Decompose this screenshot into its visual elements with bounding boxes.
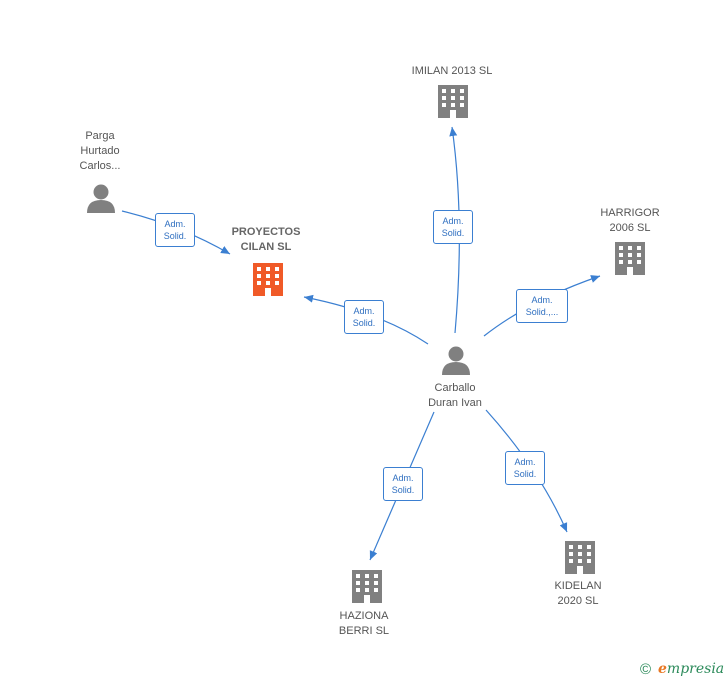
building-icon[interactable]	[438, 85, 468, 118]
edge-label-carballo-haziona[interactable]: Adm. Solid.	[383, 467, 423, 501]
brand-name: mpresia	[666, 661, 725, 677]
node-label-carballo[interactable]: Carballo Duran Ivan	[428, 382, 482, 409]
edges	[121, 126, 601, 561]
node-label-harrigor[interactable]: HARRIGOR 2006 SL	[600, 207, 660, 234]
brand-logo: empresia	[658, 661, 724, 677]
building-icon[interactable]	[352, 570, 382, 603]
node-label-kidelan[interactable]: KIDELAN 2020 SL	[554, 580, 602, 607]
edge-label-carballo-proyectos[interactable]: Adm. Solid.	[344, 300, 384, 334]
edge-label-carballo-kidelan[interactable]: Adm. Solid.	[505, 451, 545, 485]
node-label-parga[interactable]: Parga Hurtado Carlos...	[79, 130, 121, 172]
node-label-proyectos[interactable]: PROYECTOS CILAN SL	[231, 226, 301, 253]
node-label-imilan[interactable]: IMILAN 2013 SL	[411, 65, 493, 77]
building-icon[interactable]	[615, 242, 645, 275]
copyright-symbol: ©	[640, 661, 652, 678]
person-icon[interactable]	[442, 346, 470, 376]
brand-footer: © empresia	[638, 657, 728, 685]
building-icon[interactable]	[565, 541, 595, 574]
building-icon[interactable]	[253, 263, 283, 296]
brand-initial: e	[658, 661, 667, 677]
person-icon[interactable]	[87, 184, 115, 214]
edge-label-carballo-imilan[interactable]: Adm. Solid.	[433, 210, 473, 244]
edge-label-carballo-harrigor[interactable]: Adm. Solid.,...	[516, 289, 568, 323]
edge-label-parga-proyectos[interactable]: Adm. Solid.	[155, 213, 195, 247]
node-label-haziona[interactable]: HAZIONA BERRI SL	[338, 610, 390, 637]
